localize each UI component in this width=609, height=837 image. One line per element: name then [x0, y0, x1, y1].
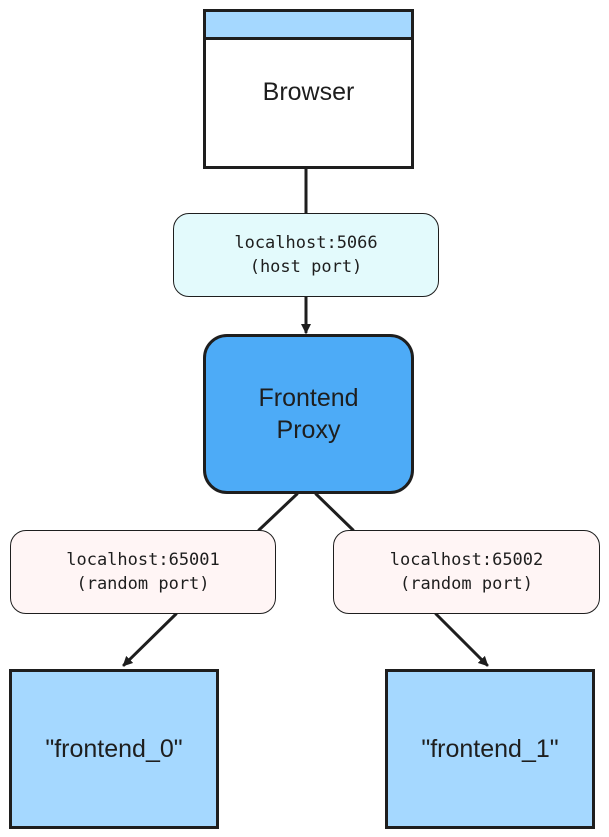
- random-port-label-65002: localhost:65002 (random port): [333, 530, 600, 614]
- edge-left-port-to-frontend-0: [122, 612, 178, 667]
- random-port-label-65001: localhost:65001 (random port): [10, 530, 276, 614]
- proxy-label-line2: Proxy: [276, 416, 341, 444]
- host-port-address: localhost:5066: [234, 233, 378, 253]
- host-port-label: localhost:5066 (host port): [173, 213, 439, 297]
- left-port-description: (random port): [76, 574, 210, 594]
- frontend-1-node: "frontend_1": [385, 669, 595, 829]
- frontend-0-label: "frontend_0": [45, 734, 183, 763]
- browser-title-bar: [206, 12, 411, 40]
- browser-node: Browser: [203, 9, 414, 169]
- frontend-proxy-node: Frontend Proxy: [203, 334, 414, 494]
- right-port-address: localhost:65002: [389, 550, 544, 570]
- edge-proxy-to-right-port: [314, 492, 355, 532]
- edge-proxy-to-left-port: [257, 492, 299, 532]
- right-port-description: (random port): [399, 574, 534, 594]
- proxy-label-line1: Frontend: [258, 384, 359, 412]
- edge-right-port-to-frontend-1: [434, 612, 489, 667]
- left-port-address: localhost:65001: [66, 550, 220, 570]
- frontend-1-label: "frontend_1": [421, 734, 559, 763]
- browser-label: Browser: [262, 77, 355, 106]
- host-port-description: (host port): [249, 257, 363, 277]
- frontend-0-node: "frontend_0": [9, 669, 219, 829]
